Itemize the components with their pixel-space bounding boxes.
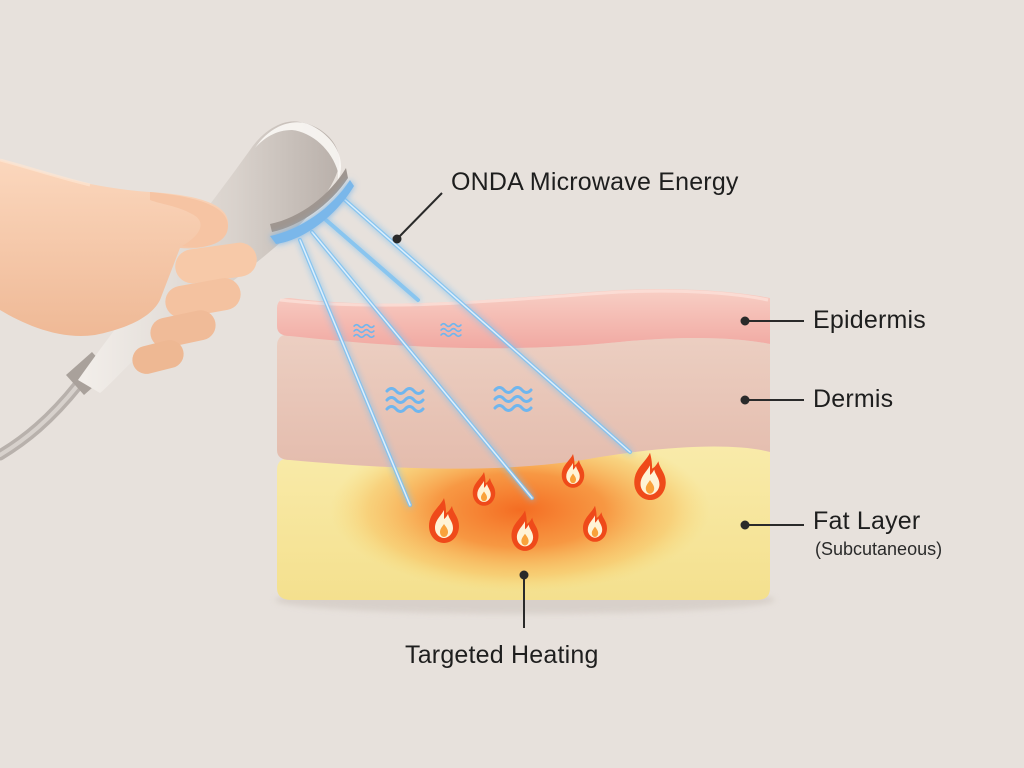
fat-layer-sublabel: (Subcutaneous) [815,539,943,559]
leader-lines [392,192,804,628]
device-cable [0,379,84,461]
beam [324,218,420,302]
dermis-label: Dermis [813,385,894,413]
heating-zone [330,428,710,592]
fat-layer-label: Fat Layer [813,507,921,535]
targeted-heating-label: Targeted Heating [405,641,599,669]
epidermis-label: Epidermis [813,306,926,334]
hand-illustration [0,158,257,374]
energy-label: ONDA Microwave Energy [451,168,739,196]
